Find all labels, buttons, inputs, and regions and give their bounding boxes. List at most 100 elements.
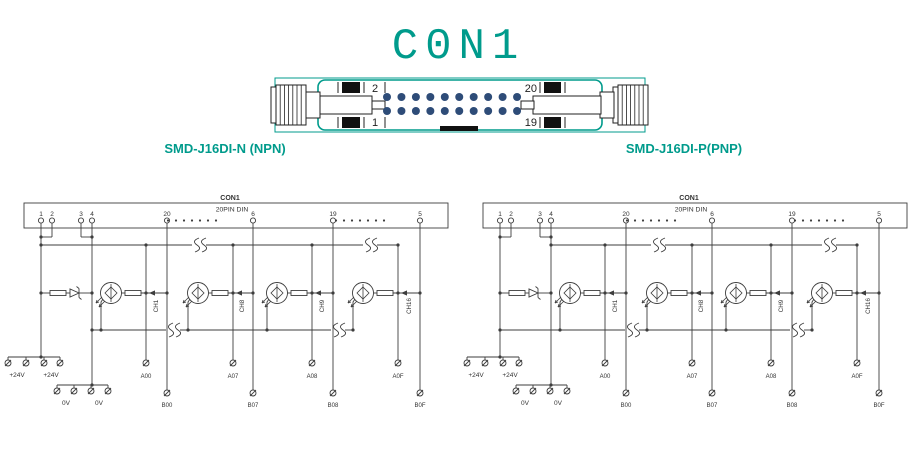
ground-label: 0V [95,400,104,407]
channel-label: CH9 [778,299,785,312]
terminal-24v [481,359,489,367]
ground-0v-terminals: 0V 0V [53,383,112,407]
connector-pin-1: 1 [37,211,45,237]
power-label: +24V [9,372,25,379]
terminal-label: B07 [707,403,718,409]
channel-label: CH9 [319,299,326,312]
connector-pin-5: 5 [416,211,424,390]
connector-pin-20: 20 [622,211,630,390]
terminal-a07 [688,359,696,367]
terminal-label: B08 [787,403,798,409]
connector-pin-6: 6 [249,211,257,390]
terminal-a00 [601,359,609,367]
connector-pin-19: 19 [788,211,796,390]
terminal-24v [463,359,471,367]
pin-number: 19 [788,211,796,218]
pin-number: 5 [877,211,881,218]
connector-pin-4: 4 [547,211,555,237]
connector-pin-4: 4 [88,211,96,237]
terminal-label: B00 [162,403,173,409]
pin-number: 1 [39,211,43,218]
page-title: C0N1 [391,22,526,72]
terminal-a08 [767,359,775,367]
channel-label: CH1 [153,299,160,312]
terminal-label: B07 [248,403,259,409]
connector-pin-6: 6 [708,211,716,390]
connector-pin-20: 20 [163,211,171,390]
pin-number: 20 [163,211,171,218]
pin-number: 4 [90,211,94,218]
optocoupler-icon [554,282,581,308]
terminal-b07 [249,389,257,397]
pin-number: 3 [538,211,542,218]
terminal-0v [87,387,95,395]
ground-label: 0V [554,400,563,407]
terminal-label: B08 [328,403,339,409]
connector-pin-19: 19 [329,211,337,390]
terminal-0v [53,387,61,395]
terminal-label: A00 [141,374,152,380]
terminal-label: A0F [851,374,862,380]
connector-pin-1: 1 [496,211,504,237]
strain-relief-right [612,84,649,126]
terminal-b08 [329,389,337,397]
pin-number: 4 [549,211,553,218]
terminal-24v [56,359,64,367]
terminal-24v [499,359,507,367]
pin-number: 5 [418,211,422,218]
pin-number: 3 [79,211,83,218]
terminal-b07 [708,389,716,397]
terminal-24v [22,359,30,367]
optocoupler-icon [182,282,209,308]
optocoupler-icon [806,282,833,308]
power-24v-terminals: +24V+24V [463,355,523,379]
terminal-0v [70,387,78,395]
pin-number: 1 [498,211,502,218]
terminal-b0f [416,389,424,397]
pin-grid [383,93,522,115]
power-indicator-branch [39,286,94,300]
connector-box-title: CON1 [220,195,240,202]
terminal-0v [529,387,537,395]
terminal-a0f [394,359,402,367]
ground-label: 0V [62,400,71,407]
connector-pin-2: 2 [507,211,515,237]
terminal-label: A08 [307,374,318,380]
terminal-0v [104,387,112,395]
terminal-label: B00 [621,403,632,409]
terminal-0v [512,387,520,395]
ground-0v-terminals: 0V 0V [512,383,571,407]
channel-label: CH16 [406,298,413,314]
terminal-label: A08 [766,374,777,380]
terminal-0v [546,387,554,395]
terminal-b00 [622,389,630,397]
connector-box-subtitle: 20PIN DIN [216,207,249,214]
power-label: +24V [468,372,484,379]
connector-pin-2: 2 [48,211,56,237]
terminal-label: B0F [414,403,425,409]
power-indicator-branch [498,286,553,300]
pin-number-top-left: 2 [372,83,378,95]
ground-label: 0V [521,400,530,407]
terminal-b08 [788,389,796,397]
diagram-label-npn: SMD-J16DI-N (NPN) [164,141,286,156]
terminal-label: A00 [600,374,611,380]
optocoupler-icon [720,282,747,308]
pin-number-bottom-right: 19 [525,117,537,129]
pin-number-top-right: 20 [525,83,537,95]
pin-number-bottom-left: 1 [372,117,378,129]
channel-label: CH16 [865,298,872,314]
diagram-label-pnp: SMD-J16DI-P(PNP) [625,141,743,156]
